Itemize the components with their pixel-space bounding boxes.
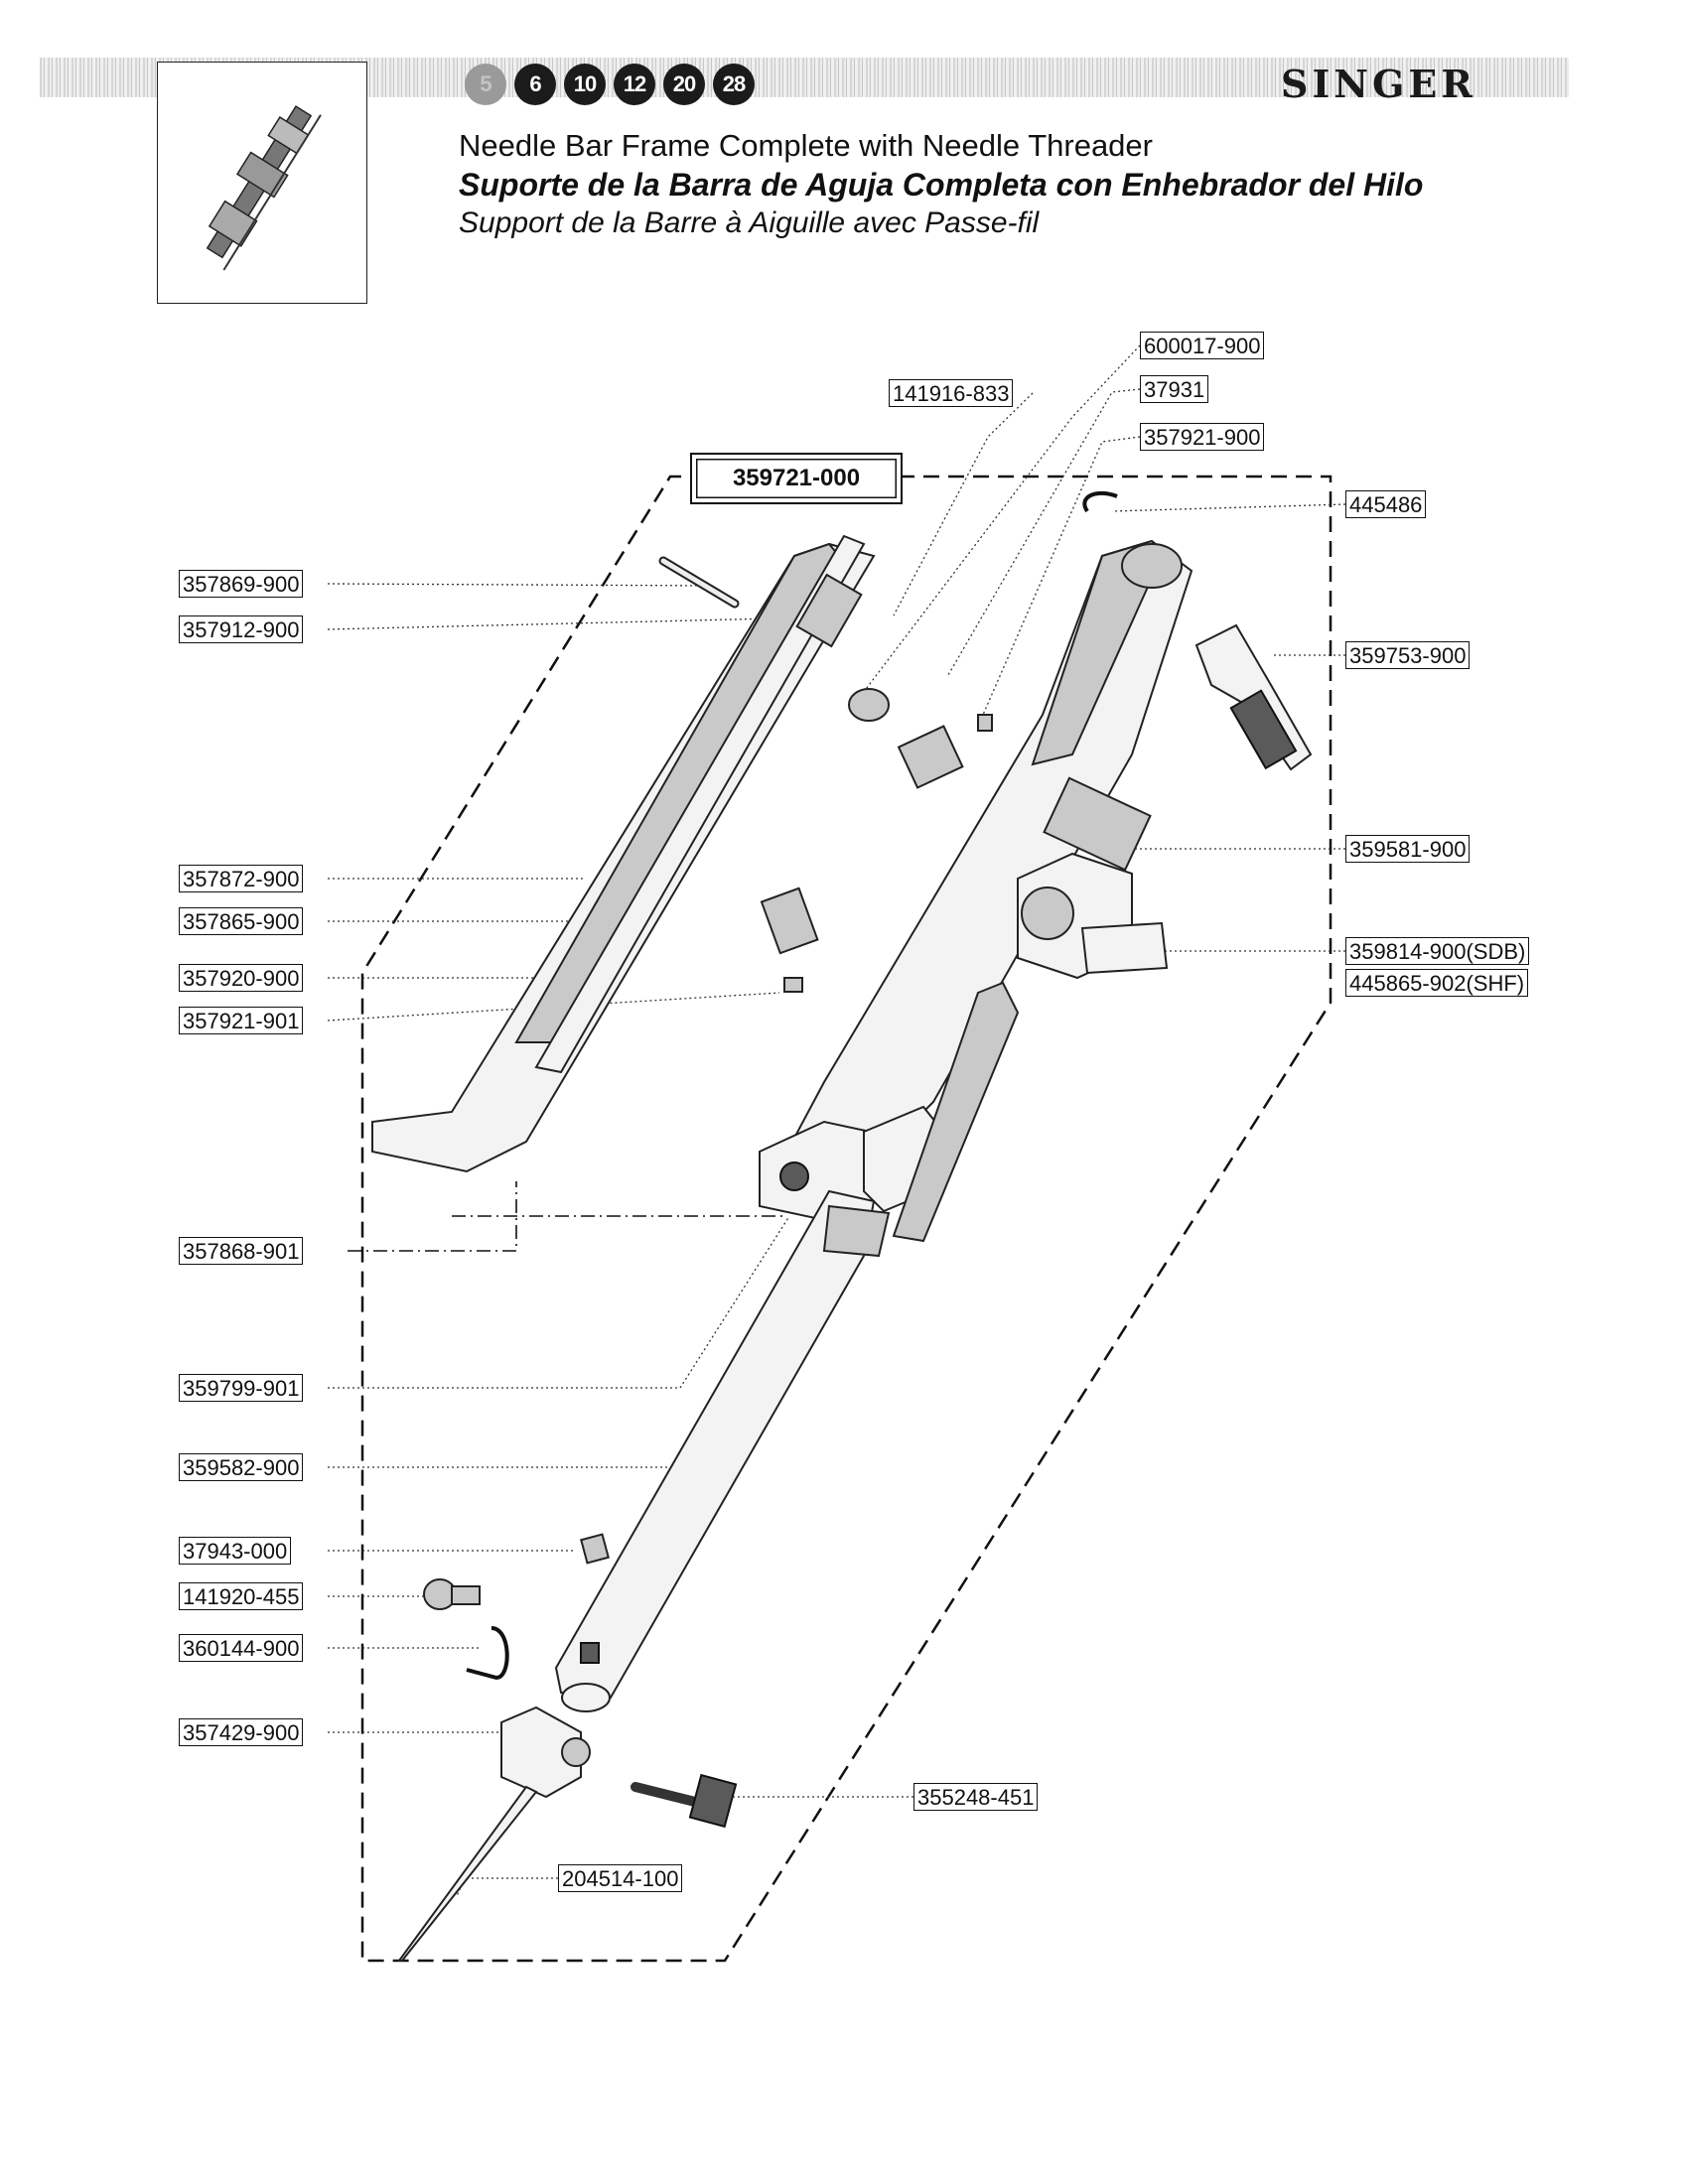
part-label-357912-900: 357912-900 <box>179 615 304 643</box>
part-label-360144-900: 360144-900 <box>179 1634 304 1662</box>
part-label-359581-900: 359581-900 <box>1345 835 1471 863</box>
part-label-37943-000: 37943-000 <box>179 1537 292 1565</box>
assembly-boundary <box>360 475 1333 1963</box>
part-label-357920-900: 357920-900 <box>179 964 304 992</box>
part-label-359799-901: 359799-901 <box>179 1374 304 1402</box>
part-label-359582-900: 359582-900 <box>179 1453 304 1481</box>
thumbnail-drawing <box>206 105 322 271</box>
part-label-359814-900: 359814-900(SDB) <box>1345 937 1530 965</box>
part-label-357921-900: 357921-900 <box>1140 423 1265 451</box>
page-titles: Needle Bar Frame Complete with Needle Th… <box>459 127 1601 242</box>
part-label-357865-900: 357865-900 <box>179 907 304 935</box>
part-label-357921-901: 357921-901 <box>179 1007 304 1034</box>
part-label-357872-900: 357872-900 <box>179 865 304 892</box>
part-label-37931: 37931 <box>1140 375 1209 403</box>
part-label-357868-901: 357868-901 <box>179 1237 304 1265</box>
title-french: Support de la Barre à Aiguille avec Pass… <box>459 206 1040 239</box>
model-badge: 5 <box>465 64 506 105</box>
part-label-355248-451: 355248-451 <box>913 1783 1039 1811</box>
needle-bar <box>554 1189 876 1700</box>
needle-clamp <box>500 1706 582 1799</box>
part-label-204514-100: 204514-100 <box>558 1864 683 1892</box>
brand-logo: SINGER <box>1281 62 1476 106</box>
assembly-thumbnail <box>157 62 367 304</box>
part-label-600017-900: 600017-900 <box>1140 332 1265 359</box>
model-badge: 12 <box>614 64 655 105</box>
needle <box>397 1785 538 1962</box>
part-label-357429-900: 357429-900 <box>179 1718 304 1746</box>
part-label-141916-833: 141916-833 <box>889 379 1014 407</box>
model-badge: 28 <box>713 64 755 105</box>
model-badges: 5 6 10 12 20 28 <box>465 64 755 107</box>
assembly-part-number: 359721-000 <box>690 453 903 504</box>
title-spanish: Suporte de la Barra de Aguja Completa co… <box>459 167 1424 203</box>
part-label-357869-900: 357869-900 <box>179 570 304 598</box>
model-badge: 10 <box>564 64 606 105</box>
part-label-141920-455: 141920-455 <box>179 1582 304 1610</box>
part-label-445486: 445486 <box>1345 490 1427 518</box>
model-badge: 20 <box>663 64 705 105</box>
model-badge: 6 <box>514 64 556 105</box>
connection-line <box>348 1181 517 1252</box>
part-label-445865-902: 445865-902(SHF) <box>1345 969 1529 997</box>
part-label-359753-900: 359753-900 <box>1345 641 1471 669</box>
title-english: Needle Bar Frame Complete with Needle Th… <box>459 128 1153 163</box>
